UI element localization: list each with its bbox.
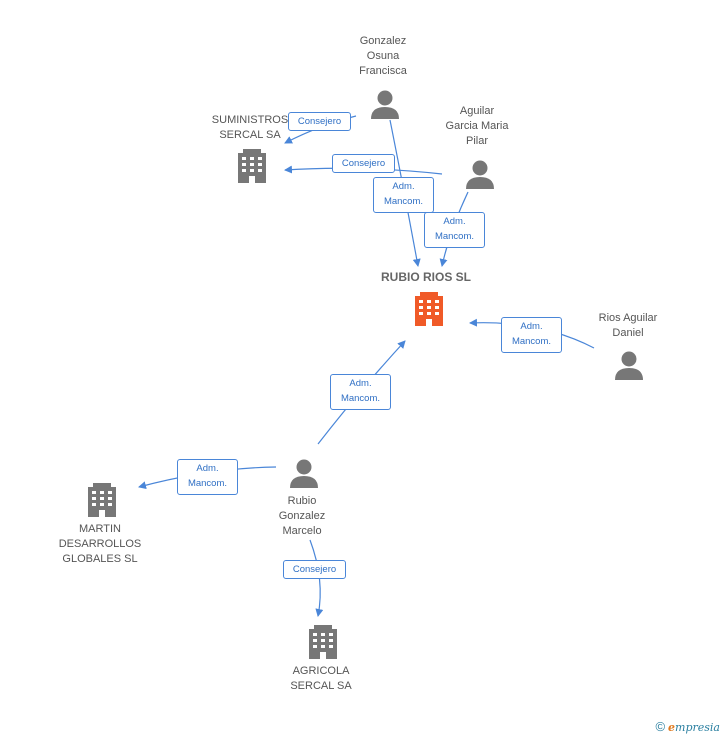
brand-e: e <box>668 721 676 734</box>
building-icon-agricola[interactable] <box>307 625 339 659</box>
edge-badge-consejero-rubio-gonzalez-agricola[interactable]: Consejero <box>283 560 346 579</box>
edge-badge-consejero-gonzalez-suministros[interactable]: Consejero <box>288 112 351 131</box>
edge-badge-adm-rubio-gonzalez-martin[interactable]: Adm. Mancom. <box>177 459 238 495</box>
node-label-suministros-sercal: SUMINISTROS SERCAL SA <box>211 114 289 141</box>
empresia-watermark: ©empresia <box>655 719 720 734</box>
brand-name: mpresia <box>675 721 720 734</box>
person-icon-gonzalez-osuna[interactable] <box>371 89 399 119</box>
edge-badge-adm-rubio-gonzalez-rubio-rios[interactable]: Adm. Mancom. <box>330 374 391 410</box>
node-label-rubio-gonzalez-marcelo: Rubio Gonzalez Marcelo <box>278 495 326 537</box>
person-icon-rios-aguilar[interactable] <box>615 350 643 380</box>
edge-badge-adm-aguilar-rubio-rios[interactable]: Adm. Mancom. <box>424 212 485 248</box>
node-label-martin-desarrollos: MARTIN DESARROLLOS GLOBALES SL <box>58 523 142 565</box>
edge-badge-adm-gonzalez-rubio-rios[interactable]: Adm. Mancom. <box>373 177 434 213</box>
person-icon-rubio-gonzalez[interactable] <box>290 458 318 488</box>
building-icon-martin[interactable] <box>86 483 118 517</box>
node-label-aguilar-garcia: Aguilar Garcia Maria Pilar <box>445 105 509 147</box>
node-label-agricola-sercal: AGRICOLA SERCAL SA <box>290 665 352 692</box>
edge-badge-adm-rios-rubio-rios[interactable]: Adm. Mancom. <box>501 317 562 353</box>
node-label-rubio-rios-sl: RUBIO RIOS SL <box>380 270 471 284</box>
building-icon-suministros[interactable] <box>236 149 268 183</box>
node-label-gonzalez-osuna-francisca: Gonzalez Osuna Francisca <box>359 35 407 77</box>
copyright-symbol: © <box>655 719 666 734</box>
node-label-rios-aguilar-daniel: Rios Aguilar Daniel <box>598 312 658 339</box>
edge-badge-consejero-aguilar-suministros[interactable]: Consejero <box>332 154 395 173</box>
building-icon-main[interactable] <box>413 292 445 326</box>
person-icon-aguilar-garcia[interactable] <box>466 159 494 189</box>
